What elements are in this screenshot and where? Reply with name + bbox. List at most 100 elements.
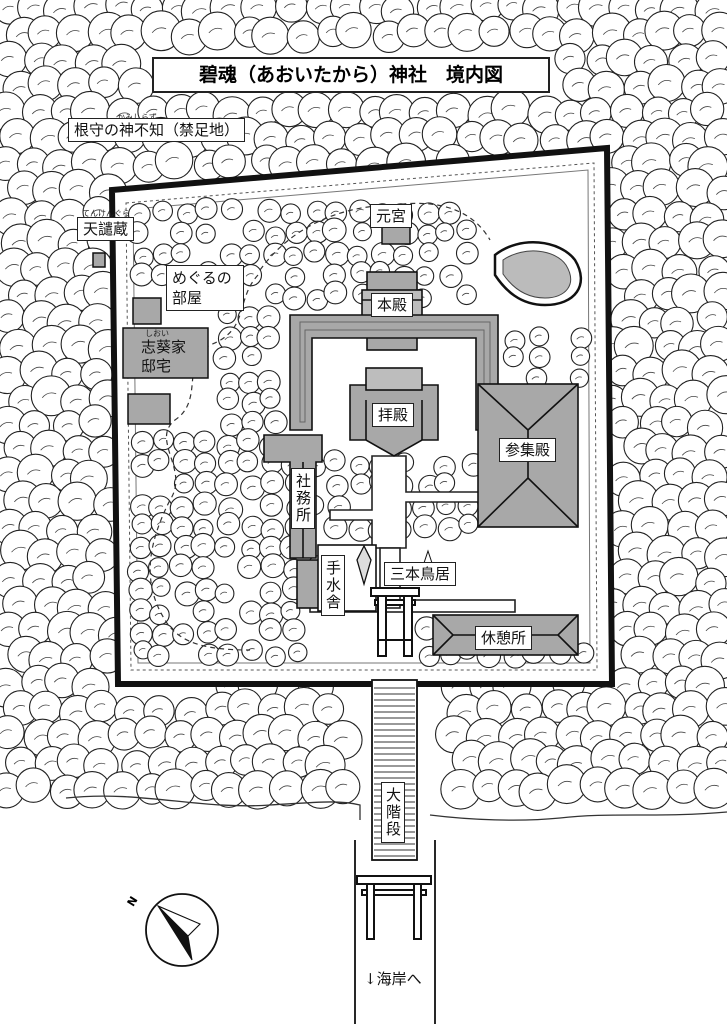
tree-detail [419, 524, 428, 528]
tree-detail [67, 604, 82, 611]
tree [236, 428, 260, 452]
tree-detail [253, 730, 267, 736]
tree-detail [179, 441, 187, 445]
tree-detail [669, 320, 682, 326]
tree-detail [288, 254, 296, 258]
tree-detail [91, 209, 103, 214]
tree-detail [652, 183, 667, 190]
tree-detail [127, 82, 141, 88]
tree-detail [0, 56, 14, 62]
tree [257, 198, 282, 223]
tree-detail [9, 345, 24, 351]
tree-detail [678, 157, 691, 162]
tree-detail [661, 499, 675, 505]
tree-detail [408, 131, 421, 137]
tree-detail [714, 759, 727, 765]
tree-detail [355, 464, 363, 467]
tree [325, 241, 350, 267]
tree-detail [705, 8, 720, 14]
tree-detail [197, 543, 207, 547]
tree-detail [200, 206, 209, 210]
tree-detail [96, 79, 108, 85]
tree-detail [146, 108, 158, 114]
tree-detail [220, 787, 234, 792]
shioi-house-building [122, 327, 209, 379]
tree-detail [445, 107, 459, 113]
tree-detail [0, 313, 13, 319]
tree-detail [224, 336, 234, 341]
tree-detail [27, 525, 40, 530]
tree-detail [138, 648, 146, 652]
tree [242, 219, 265, 243]
tree-detail [652, 707, 666, 713]
tree-detail [180, 544, 190, 549]
tree-detail [176, 231, 185, 235]
tree-detail [42, 341, 57, 348]
tree-detail [703, 580, 715, 586]
tree-detail [451, 786, 466, 792]
tree-detail [60, 371, 72, 376]
tree-detail [440, 230, 448, 234]
mitsu-torii-marker [356, 544, 433, 587]
tree-detail [618, 573, 632, 579]
tree-detail [656, 133, 670, 140]
tree-detail [352, 136, 365, 142]
tree-detail [285, 609, 293, 613]
tree [418, 242, 439, 263]
tree-detail [531, 376, 540, 380]
tree [456, 219, 477, 241]
tree-detail [53, 677, 67, 683]
tree-detail [424, 250, 432, 254]
tree-detail [238, 757, 250, 762]
tree-detail [263, 136, 276, 141]
tree-detail [71, 448, 83, 454]
tree-detail [27, 625, 40, 631]
tree-detail [311, 785, 326, 792]
tree-detail [672, 214, 684, 219]
tree-detail [27, 469, 41, 475]
tree [194, 578, 219, 602]
tree-detail [244, 381, 253, 385]
tree-detail [266, 480, 276, 484]
tree [282, 286, 307, 311]
tree-detail [632, 136, 647, 142]
tree-detail [658, 398, 671, 403]
tree [216, 643, 240, 667]
tree-detail [263, 379, 272, 384]
tree-detail [565, 730, 579, 736]
tree-detail [388, 109, 402, 114]
pond-water [502, 250, 572, 299]
tree [190, 532, 216, 558]
tree-detail [288, 296, 298, 300]
tree-detail [463, 521, 471, 525]
tree-detail [682, 137, 695, 143]
tree [103, 771, 142, 810]
tree-detail [338, 106, 352, 112]
tree-detail [575, 376, 582, 380]
tree-detail [261, 758, 275, 764]
tree [169, 221, 193, 245]
tree-detail [1, 577, 15, 583]
tree-detail [705, 734, 717, 739]
tree-detail [641, 521, 655, 528]
tree-detail [88, 319, 103, 325]
tree-detail [219, 545, 228, 549]
tree-detail [566, 3, 579, 9]
tree-detail [88, 736, 102, 742]
tree-detail [183, 711, 196, 716]
tree-detail [222, 653, 231, 657]
tree-detail [134, 212, 143, 216]
tree-detail [488, 758, 504, 764]
tree-detail [713, 449, 726, 454]
tree-detail [322, 134, 334, 140]
tree [211, 144, 246, 179]
tree-detail [329, 273, 338, 277]
tree-detail [444, 527, 453, 531]
tree-detail [307, 736, 321, 741]
label-shioi-house: 志葵家 邸宅 [136, 336, 194, 378]
tree-detail [461, 227, 470, 231]
tree-detail [417, 110, 429, 115]
tree-detail [675, 783, 688, 789]
tree [192, 600, 215, 623]
